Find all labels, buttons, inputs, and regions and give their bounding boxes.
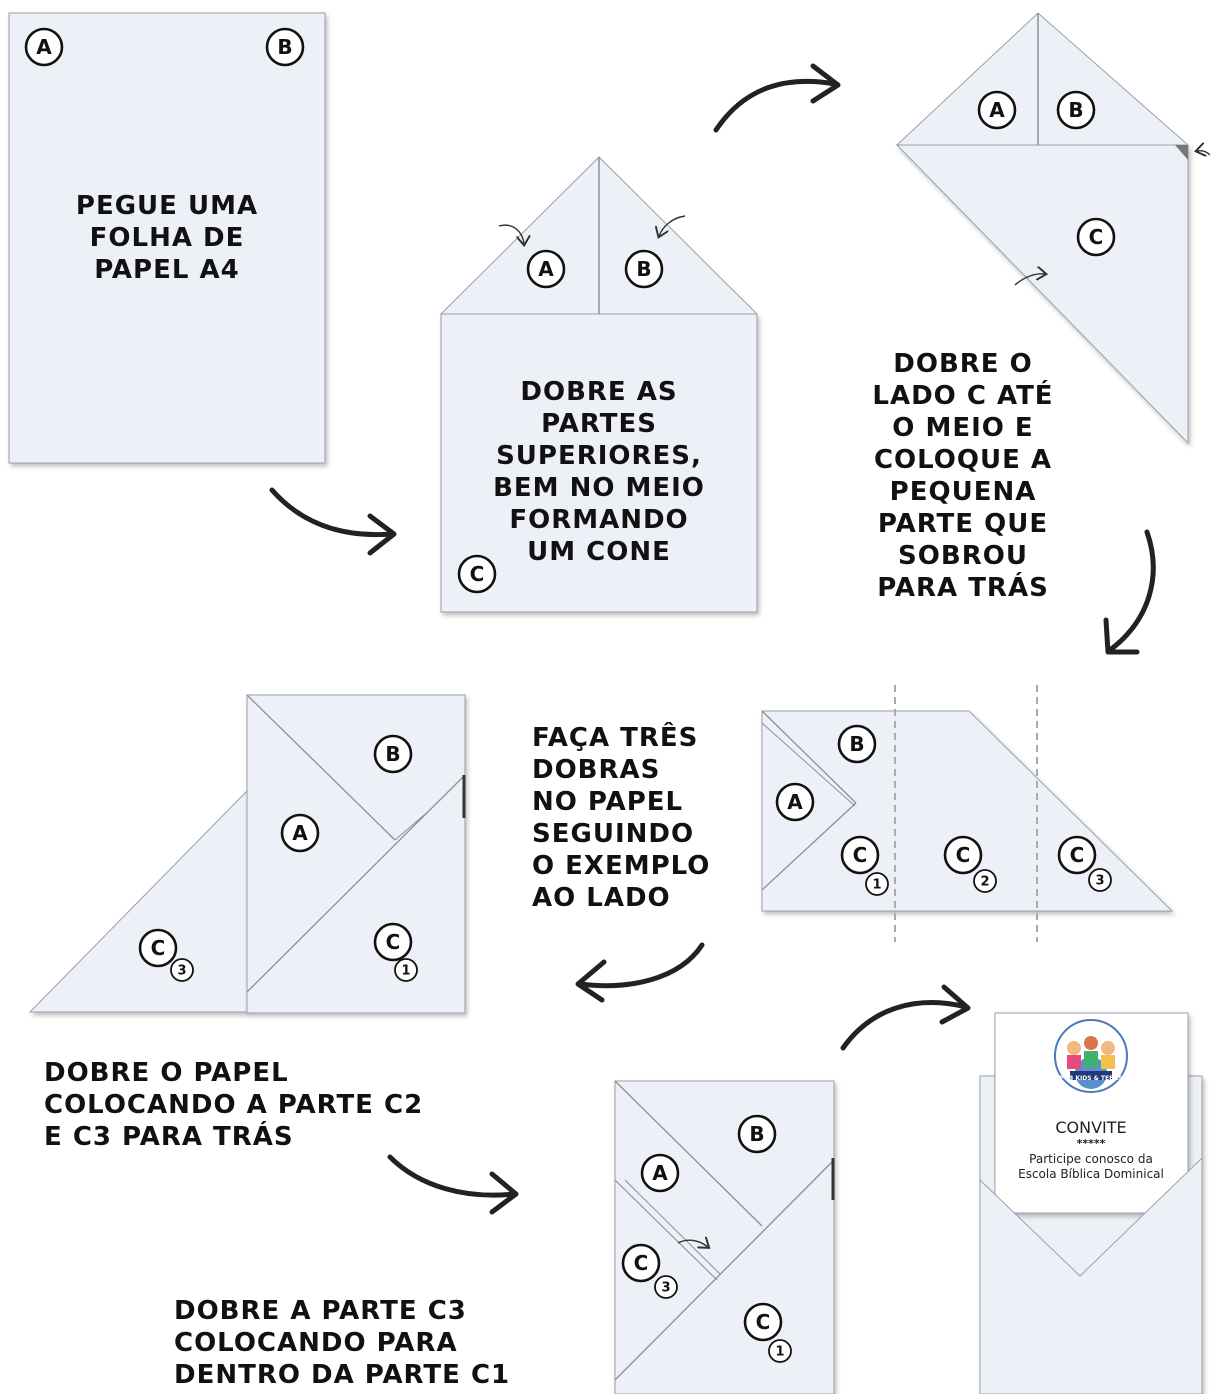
step4-trapezoid — [761, 685, 1174, 942]
flow-arrow-5 — [387, 1154, 517, 1198]
label-c3-step6-text: C — [634, 1251, 649, 1275]
label-a-step1-text: A — [36, 35, 52, 59]
small-arrow-c — [1014, 274, 1045, 286]
label-c3-step6: C — [621, 1243, 661, 1283]
invite-line-2: Escola Bíblica Dominical — [1018, 1167, 1164, 1181]
flow-arrow-4 — [577, 942, 705, 989]
label-a-step6: A — [640, 1153, 680, 1193]
step3-fold — [895, 12, 1190, 445]
label-a-step3-text: A — [989, 98, 1005, 122]
label-a-step6-text: A — [652, 1161, 668, 1185]
sub-3-step5: 3 — [170, 958, 194, 982]
small-arrow-back — [1197, 151, 1210, 155]
step1-text: PEGUE UMA FOLHA DE PAPEL A4 — [75, 191, 259, 285]
small-arrow-b — [659, 215, 686, 236]
label-b-step2: B — [624, 249, 664, 289]
flow-arrow-6 — [840, 1000, 969, 1051]
flow-arrows — [269, 63, 1156, 1215]
label-c-step2: C — [457, 554, 497, 594]
sub-3-step4-text: 3 — [1095, 874, 1104, 889]
label-a-step4-text: A — [787, 790, 803, 814]
sub-2-step4: 2 — [973, 869, 997, 893]
sub-1-step4: 1 — [865, 872, 889, 896]
invite-logo-text: PUB KIDS & TEENS — [1059, 1075, 1122, 1082]
label-c1-step4-text: C — [853, 843, 868, 867]
label-c3-step4: C — [1057, 835, 1097, 875]
label-c-step2-text: C — [470, 562, 485, 586]
label-c1-step5: C — [373, 922, 413, 962]
step2-cone — [439, 156, 759, 613]
label-b-step3: B — [1056, 90, 1096, 130]
label-a-step5-text: A — [292, 821, 308, 845]
sub-1-step4-text: 1 — [872, 878, 881, 893]
step5-text: DOBRE O PAPEL COLOCANDO A PARTE C2 E C3 … — [44, 1058, 424, 1152]
sub-3-step6-text: 3 — [661, 1281, 670, 1296]
sub-2-step4-text: 2 — [980, 875, 989, 890]
label-c3-step4-text: C — [1070, 843, 1085, 867]
label-b-step3-text: B — [1068, 98, 1083, 122]
label-c3-step5-text: C — [151, 936, 166, 960]
sub-1-step5: 1 — [394, 958, 418, 982]
label-c-step3: C — [1076, 217, 1116, 257]
small-arrow-a — [498, 224, 524, 244]
label-c3-step5: C — [138, 928, 178, 968]
sub-3-step5-text: 3 — [177, 964, 186, 979]
flow-arrow-3 — [1107, 529, 1156, 653]
label-c1-step5-text: C — [386, 930, 401, 954]
step6-text: DOBRE A PARTE C3 COLOCANDO PARA DENTRO D… — [174, 1296, 511, 1390]
label-c1-step6: C — [743, 1302, 783, 1342]
label-a-step4: A — [775, 782, 815, 822]
label-c2-step4-text: C — [956, 843, 971, 867]
sub-1-step5-text: 1 — [401, 964, 410, 979]
sub-3-step4: 3 — [1088, 868, 1112, 892]
step6-fold — [614, 1080, 835, 1394]
step5-fold — [28, 694, 466, 1014]
step4-text: FAÇA TRÊS DOBRAS NO PAPEL SEGUINDO O EXE… — [532, 723, 711, 913]
invite-line-1: Participe conosco da — [1029, 1152, 1153, 1166]
label-c2-step4: C — [943, 835, 983, 875]
label-b-step6: B — [737, 1114, 777, 1154]
label-a-step2: A — [526, 249, 566, 289]
label-b-step5: B — [373, 734, 413, 774]
invite-stars: ***** — [1077, 1137, 1106, 1150]
flow-arrow-1 — [269, 487, 395, 538]
step3-text: DOBRE O LADO C ATÉ O MEIO E COLOQUE A PE… — [872, 349, 1054, 603]
step2-text: DOBRE AS PARTES SUPERIORES, BEM NO MEIO … — [493, 377, 705, 567]
sub-3-step6: 3 — [654, 1275, 678, 1299]
sub-1-step6-text: 1 — [775, 1345, 784, 1360]
label-a-step2-text: A — [538, 257, 554, 281]
label-b-step2-text: B — [636, 257, 651, 281]
label-b-step1: B — [265, 27, 305, 67]
flow-arrow-2 — [713, 78, 838, 133]
label-c1-step6-text: C — [756, 1310, 771, 1334]
final-envelope — [979, 1012, 1203, 1394]
step1-sheet — [8, 12, 326, 464]
label-b-step1-text: B — [277, 35, 292, 59]
label-b-step6-text: B — [749, 1122, 764, 1146]
label-b-step4-text: B — [849, 732, 864, 756]
label-a-step1: A — [24, 27, 64, 67]
small-arrow-c3 — [677, 1240, 708, 1247]
label-a-step5: A — [280, 813, 320, 853]
invite-title: CONVITE — [1055, 1118, 1126, 1137]
label-b-step4: B — [837, 724, 877, 764]
sub-1-step6: 1 — [768, 1339, 792, 1363]
label-c1-step4: C — [840, 835, 880, 875]
label-a-step3: A — [977, 90, 1017, 130]
invite-logo — [1054, 1019, 1128, 1093]
label-b-step5-text: B — [385, 742, 400, 766]
label-c-step3-text: C — [1089, 225, 1104, 249]
